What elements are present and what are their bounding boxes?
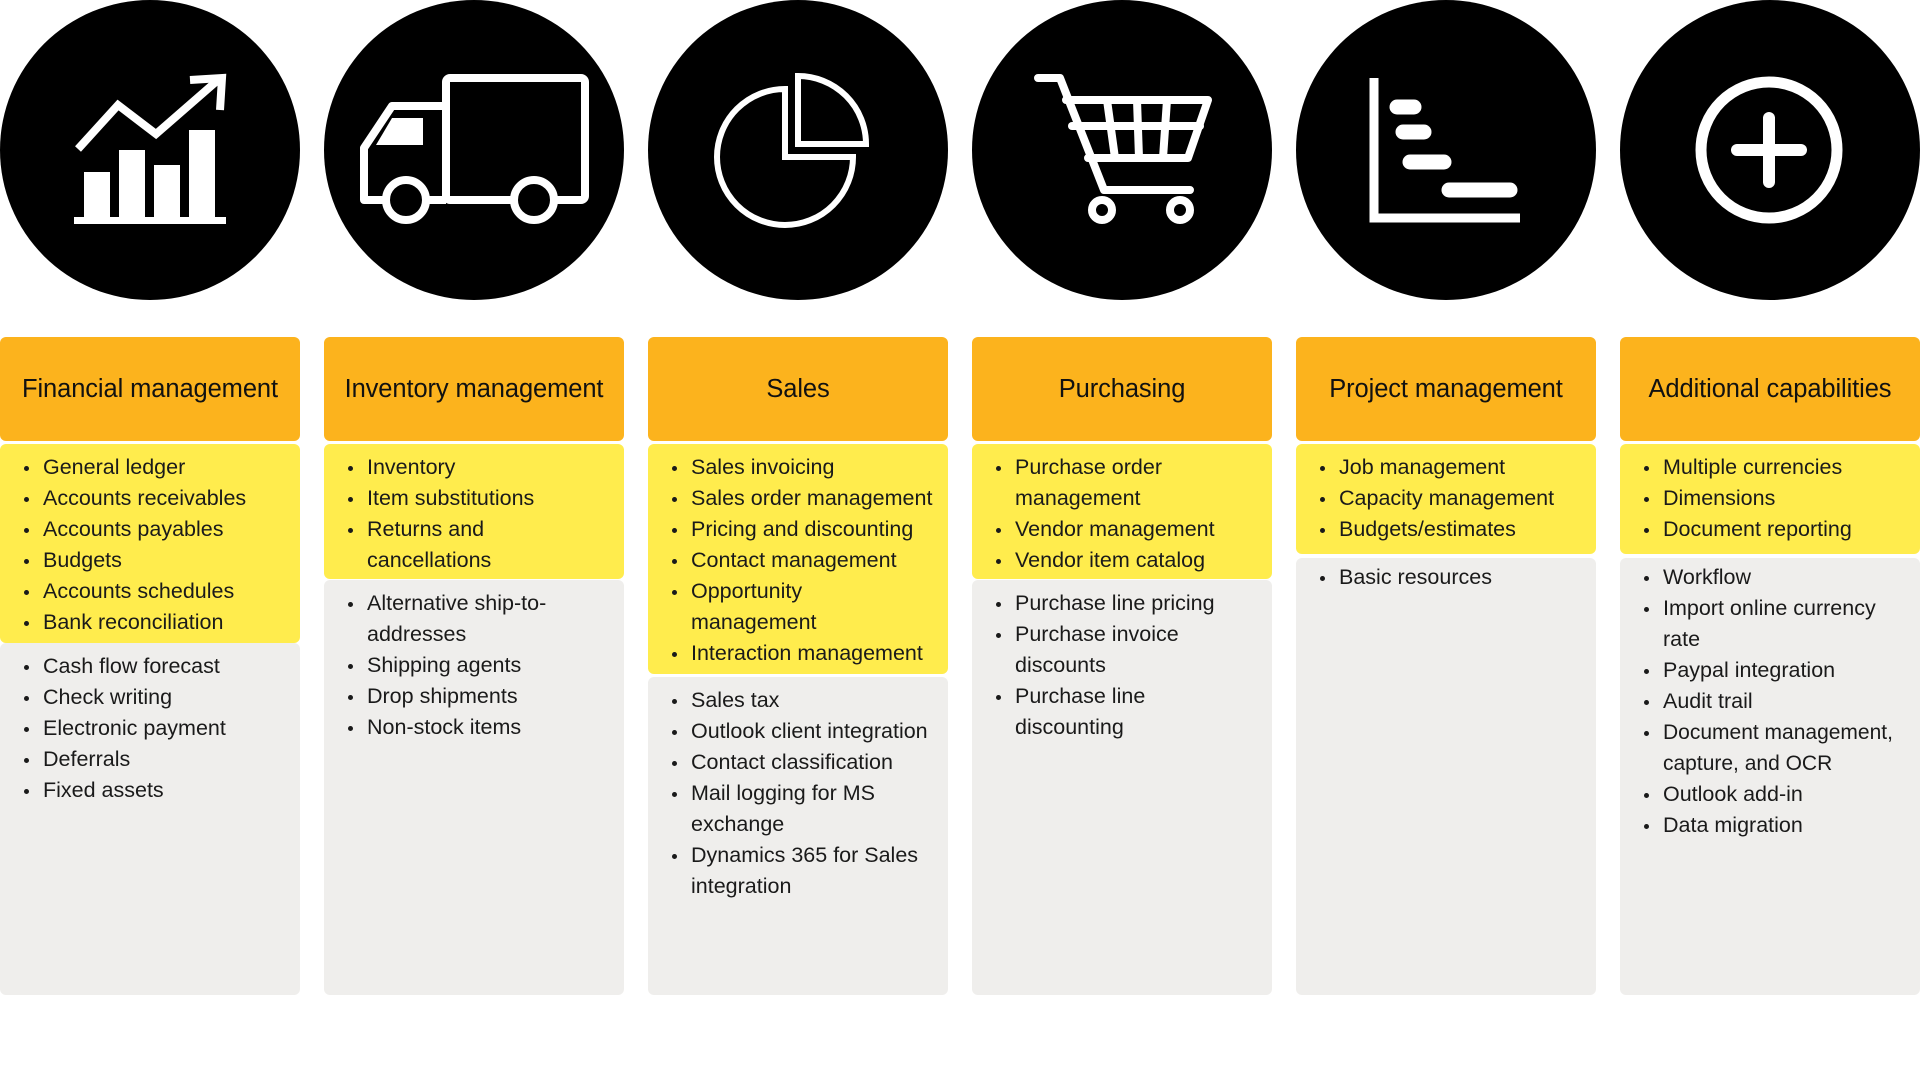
- extra-features-block: Alternative ship-to-addresses Shipping a…: [324, 580, 624, 995]
- core-features-list: Multiple currencies Dimensions Document …: [1620, 452, 1920, 545]
- list-item: Sales invoicing: [648, 452, 948, 483]
- column-header: Additional capabilities: [1620, 337, 1920, 441]
- extra-features-block: Purchase line pricing Purchase invoice d…: [972, 580, 1272, 995]
- column-additional-capabilities: Additional capabilities Multiple currenc…: [1620, 337, 1920, 995]
- list-item: Vendor item catalog: [972, 545, 1272, 576]
- plus-circle-icon: [1620, 0, 1920, 300]
- list-item: Dimensions: [1620, 483, 1920, 514]
- list-item: Accounts receivables: [0, 483, 300, 514]
- list-item: Fixed assets: [0, 775, 300, 806]
- extra-features-list: Cash flow forecast Check writing Electro…: [0, 651, 300, 806]
- list-item: Alternative ship-to-addresses: [324, 588, 581, 650]
- extra-features-block: Sales tax Outlook client integration Con…: [648, 677, 948, 995]
- list-item: Multiple currencies: [1620, 452, 1920, 483]
- list-item: Document reporting: [1620, 514, 1920, 545]
- list-item: Dynamics 365 for Sales integration: [648, 840, 945, 902]
- column-title: Project management: [1329, 374, 1563, 403]
- column-title: Inventory management: [344, 374, 604, 403]
- extra-features-list: Workflow Import online currency rate Pay…: [1620, 562, 1920, 841]
- list-item: General ledger: [0, 452, 300, 483]
- extra-features-list: Basic resources: [1296, 562, 1596, 593]
- extra-features-list: Alternative ship-to-addresses Shipping a…: [324, 588, 624, 743]
- list-item: Job management: [1296, 452, 1596, 483]
- list-item: Budgets: [0, 545, 300, 576]
- list-item: Returns and cancellations: [324, 514, 531, 576]
- list-item: Inventory: [324, 452, 624, 483]
- list-item: Pricing and discounting: [648, 514, 948, 545]
- list-item: Cash flow forecast: [0, 651, 300, 682]
- list-item: Workflow: [1620, 562, 1920, 593]
- list-item: Interaction management: [648, 638, 948, 669]
- extra-features-block: Basic resources: [1296, 558, 1596, 995]
- list-item: Bank reconciliation: [0, 607, 300, 638]
- column-header: Financial management: [0, 337, 300, 441]
- list-item: Purchase invoice discounts: [972, 619, 1229, 681]
- core-features-list: Purchase order management Vendor managem…: [972, 452, 1272, 576]
- list-item: Deferrals: [0, 744, 300, 775]
- list-item: Non-stock items: [324, 712, 624, 743]
- column-project-management: Project management Job management Capaci…: [1296, 337, 1596, 995]
- list-item: Contact classification: [648, 747, 948, 778]
- column-purchasing: Purchasing Purchase order management Ven…: [972, 337, 1272, 995]
- core-features-block: Inventory Item substitutions Returns and…: [324, 444, 624, 579]
- growth-chart-icon: [0, 0, 300, 300]
- list-item: Import online currency rate: [1620, 593, 1907, 655]
- extra-features-list: Sales tax Outlook client integration Con…: [648, 685, 948, 902]
- list-item: Check writing: [0, 682, 300, 713]
- list-item: Accounts schedules: [0, 576, 300, 607]
- list-item: Paypal integration: [1620, 655, 1920, 686]
- shopping-cart-icon: [972, 0, 1272, 300]
- list-item: Budgets/estimates: [1296, 514, 1596, 545]
- list-item: Vendor management: [972, 514, 1272, 545]
- column-title: Sales: [766, 374, 830, 403]
- list-item: Outlook client integration: [648, 716, 948, 747]
- list-item: Sales tax: [648, 685, 948, 716]
- core-features-block: Sales invoicing Sales order management P…: [648, 444, 948, 674]
- core-features-block: Job management Capacity management Budge…: [1296, 444, 1596, 554]
- list-item: Outlook add-in: [1620, 779, 1920, 810]
- delivery-truck-icon: [324, 0, 624, 300]
- list-item: Capacity management: [1296, 483, 1596, 514]
- column-header: Purchasing: [972, 337, 1272, 441]
- core-features-block: Purchase order management Vendor managem…: [972, 444, 1272, 579]
- column-financial-management: Financial management General ledger Acco…: [0, 337, 300, 995]
- extra-features-block: Workflow Import online currency rate Pay…: [1620, 558, 1920, 995]
- list-item: Purchase line pricing: [972, 588, 1272, 619]
- list-item: Electronic payment: [0, 713, 300, 744]
- column-header: Inventory management: [324, 337, 624, 441]
- list-item: Purchase line discounting: [972, 681, 1209, 743]
- list-item: Item substitutions: [324, 483, 624, 514]
- core-features-block: General ledger Accounts receivables Acco…: [0, 444, 300, 643]
- icon-row: [0, 0, 1920, 300]
- column-header: Project management: [1296, 337, 1596, 441]
- list-item: Sales order management: [648, 483, 948, 514]
- gantt-chart-icon: [1296, 0, 1596, 300]
- list-item: Audit trail: [1620, 686, 1920, 717]
- list-item: Drop shipments: [324, 681, 624, 712]
- core-features-list: Inventory Item substitutions Returns and…: [324, 452, 624, 576]
- list-item: Purchase order management: [972, 452, 1209, 514]
- list-item: Mail logging for MS exchange: [648, 778, 895, 840]
- extra-features-list: Purchase line pricing Purchase invoice d…: [972, 588, 1272, 743]
- list-item: Shipping agents: [324, 650, 624, 681]
- list-item: Basic resources: [1296, 562, 1596, 593]
- list-item: Accounts payables: [0, 514, 300, 545]
- core-features-list: General ledger Accounts receivables Acco…: [0, 452, 300, 638]
- list-item: Document management, capture, and OCR: [1620, 717, 1920, 779]
- column-inventory-management: Inventory management Inventory Item subs…: [324, 337, 624, 995]
- core-features-block: Multiple currencies Dimensions Document …: [1620, 444, 1920, 554]
- pie-chart-icon: [648, 0, 948, 300]
- column-title: Financial management: [22, 374, 278, 403]
- list-item: Opportunity management: [648, 576, 845, 638]
- column-title: Additional capabilities: [1648, 374, 1892, 403]
- extra-features-block: Cash flow forecast Check writing Electro…: [0, 643, 300, 995]
- column-title: Purchasing: [1058, 374, 1186, 403]
- list-item: Contact management: [648, 545, 948, 576]
- core-features-list: Job management Capacity management Budge…: [1296, 452, 1596, 545]
- core-features-list: Sales invoicing Sales order management P…: [648, 452, 948, 669]
- column-sales: Sales Sales invoicing Sales order manage…: [648, 337, 948, 995]
- column-header: Sales: [648, 337, 948, 441]
- list-item: Data migration: [1620, 810, 1920, 841]
